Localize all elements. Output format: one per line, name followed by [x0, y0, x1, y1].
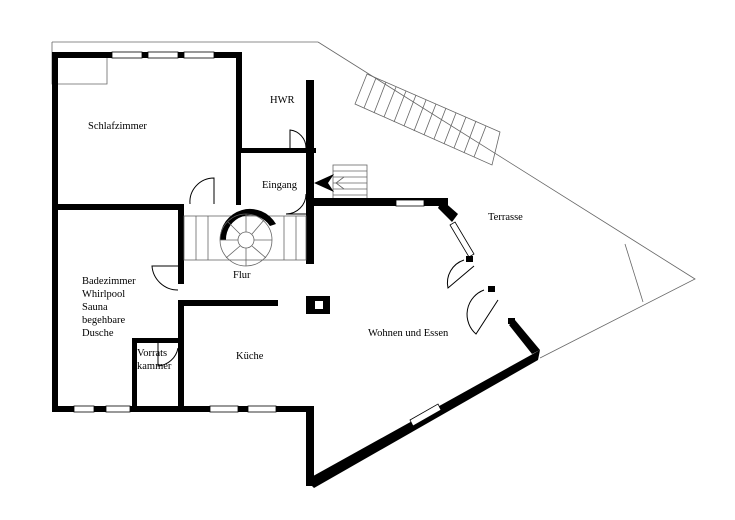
label-schlafzimmer: Schlafzimmer: [88, 121, 147, 132]
spiral-staircase: [183, 208, 307, 267]
label-flur: Flur: [233, 270, 251, 281]
label-bad-4: begehbare: [82, 315, 125, 326]
interior-walls: [52, 153, 330, 406]
label-bad-1: Badezimmer: [82, 276, 136, 287]
label-bad-5: Dusche: [82, 328, 114, 339]
label-bad-3: Sauna: [82, 302, 108, 313]
label-hwr: HWR: [270, 95, 295, 106]
label-kueche: Küche: [236, 351, 264, 362]
label-bad-2: Whirlpool: [82, 289, 125, 300]
room-labels: Schlafzimmer HWR Eingang Terrasse Flur B…: [82, 95, 523, 372]
doors: [151, 129, 515, 367]
label-wohnen: Wohnen und Essen: [368, 328, 449, 339]
terrace-stairs: [354, 73, 501, 166]
label-terrasse: Terrasse: [488, 212, 523, 223]
label-vorrat-2: kammer: [137, 361, 172, 372]
windows: [73, 51, 475, 427]
label-vorrat-1: Vorrats: [137, 348, 167, 359]
label-eingang: Eingang: [262, 180, 298, 191]
entrance-stairs: [332, 164, 368, 202]
entrance-arrow-icon: [314, 174, 334, 192]
